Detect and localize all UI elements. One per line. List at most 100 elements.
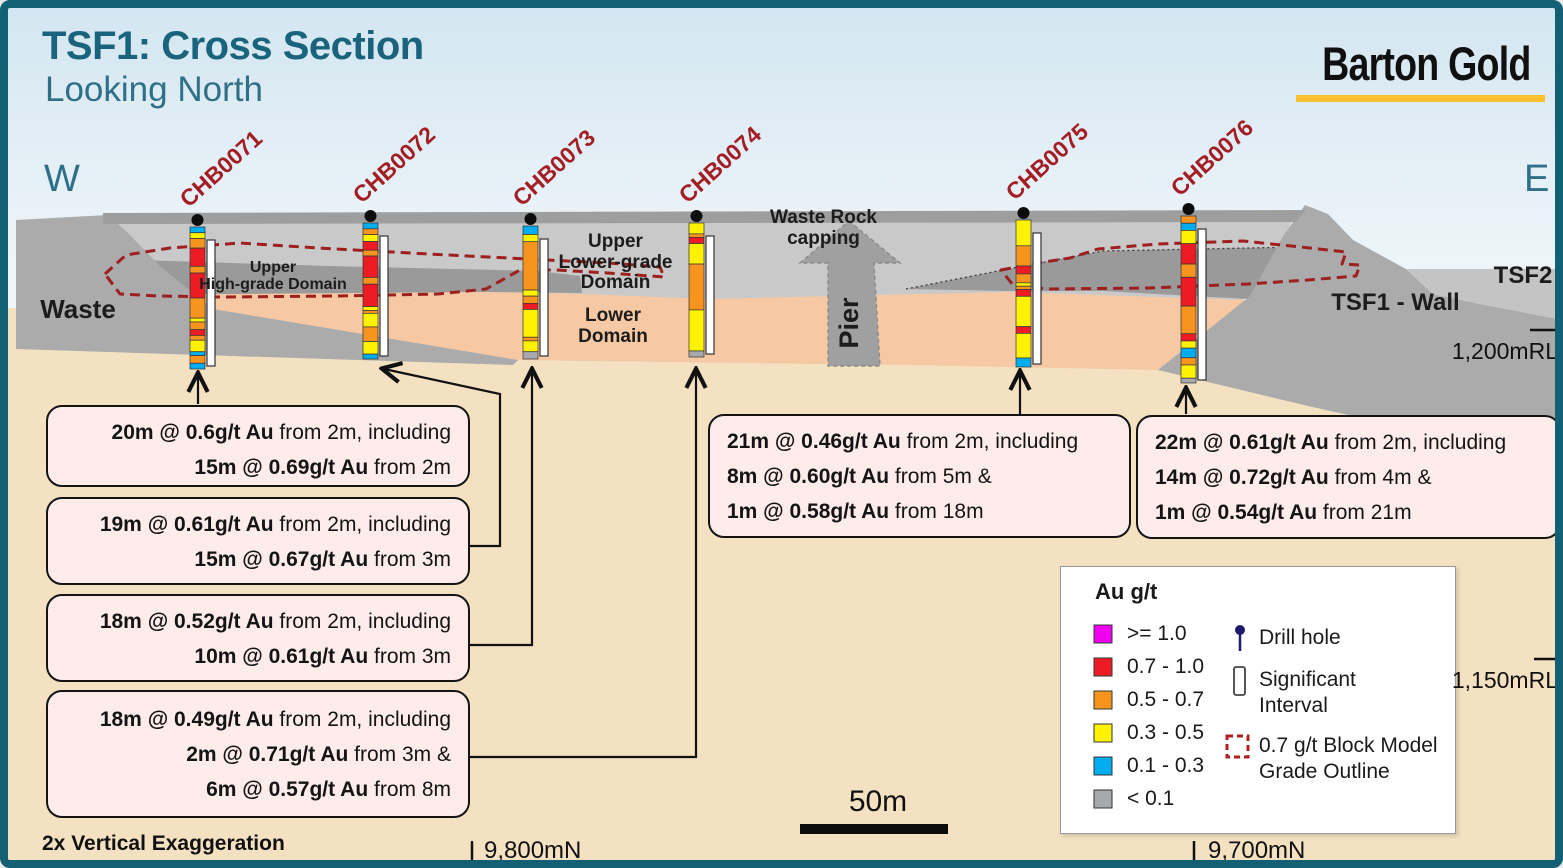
compass-west: W <box>44 158 80 200</box>
label-line: Significant <box>1259 668 1356 691</box>
upper-domain-right <box>906 247 1342 311</box>
interval-segment <box>362 326 379 342</box>
assay-line: 15m @ 0.67g/t Au from 3m <box>194 548 451 571</box>
interval-segment <box>362 249 379 257</box>
drill-collar-dot <box>690 210 703 222</box>
grade-swatch-magenta <box>1093 624 1113 644</box>
grade-label: 0.1 - 0.3 <box>1127 754 1205 777</box>
page-subtitle: Looking North <box>45 70 263 109</box>
interval-segment <box>1180 357 1197 366</box>
significant-interval-bar <box>1032 232 1042 365</box>
interval-segment <box>1015 245 1032 267</box>
interval-segment <box>189 329 206 336</box>
grade-label: 0.5 - 0.7 <box>1127 688 1205 711</box>
assay-line: 1m @ 0.54g/t Au from 21m <box>1155 501 1412 524</box>
rl-label-1200: 1,200mRL <box>1451 338 1558 364</box>
interval-segment <box>1015 289 1032 297</box>
drill-hole-CHB0076 <box>1180 203 1207 384</box>
interval-segment <box>522 340 539 353</box>
interval-segment <box>362 222 379 230</box>
assay-line: 14m @ 0.72g/t Au from 4m & <box>1155 466 1432 489</box>
assay-line: 1m @ 0.58g/t Au from 18m <box>727 500 984 523</box>
interval-segment <box>189 232 206 239</box>
interval-segment <box>362 277 379 285</box>
assay-line: 21m @ 0.46g/t Au from 2m, including <box>727 430 1079 453</box>
tsf2-surface <box>1406 269 1555 319</box>
interval-segment <box>1015 219 1032 247</box>
interval-segment <box>688 350 705 358</box>
drill-hole-CHB0075 <box>1015 207 1042 368</box>
logo-underline <box>1296 95 1545 102</box>
label-pier: Pier <box>834 297 864 349</box>
interval-segment <box>522 351 539 360</box>
assay-line: 18m @ 0.52g/t Au from 2m, including <box>99 610 451 633</box>
page-title: TSF1: Cross Section <box>42 24 424 68</box>
assay-line: 2m @ 0.71g/t Au from 3m & <box>186 743 451 766</box>
interval-segment <box>522 289 539 297</box>
legend-grade-row: 0.5 - 0.7 <box>1093 688 1204 712</box>
drill-hole-CHB0071 <box>189 214 216 370</box>
drill-collar-dot <box>1017 207 1030 219</box>
grade-swatch-red <box>1093 657 1113 677</box>
label-line: Domain <box>580 272 651 294</box>
interval-segment <box>189 226 206 234</box>
northing-label-9800: 9,800mN <box>484 837 582 864</box>
label-waste-rock-capping: Waste Rock capping <box>770 207 877 249</box>
interval-segment <box>1015 357 1032 368</box>
label-line: Domain <box>578 325 648 347</box>
interval-segment <box>1015 285 1032 290</box>
interval-segment <box>1180 377 1197 384</box>
grade-label: 0.7 - 1.0 <box>1127 655 1205 678</box>
significant-interval-icon <box>1233 666 1246 696</box>
interval-segment <box>189 362 206 370</box>
grade-swatch-orange <box>1093 690 1113 710</box>
assay-line: 20m @ 0.6g/t Au from 2m, including <box>111 421 451 444</box>
interval-segment <box>1015 295 1032 327</box>
significant-interval-bar <box>705 235 715 355</box>
drill-hole-CHB0074 <box>688 210 715 358</box>
interval-segment <box>1180 222 1197 231</box>
interval-segment <box>189 297 206 319</box>
interval-segment <box>1180 230 1197 244</box>
drill-collar-dot <box>191 214 204 226</box>
label-line: Grade Outline <box>1259 760 1390 783</box>
assay-line: 15m @ 0.69g/t Au from 2m <box>194 456 451 479</box>
interval-segment <box>688 237 705 244</box>
assay-line: 8m @ 0.60g/t Au from 5m & <box>727 465 992 488</box>
grade-label: < 0.1 <box>1127 787 1175 810</box>
grade-swatch-gray <box>1093 789 1113 809</box>
interval-segment <box>362 306 379 311</box>
pier-arrow <box>798 220 902 367</box>
legend-symbol-label: Significant Interval <box>1259 667 1356 719</box>
interval-segment <box>362 234 379 242</box>
label-tsf2: TSF2 <box>1493 262 1553 289</box>
interval-segment <box>522 234 539 243</box>
interval-segment <box>1180 215 1197 224</box>
label-upper-high-grade-domain: Upper High-grade Domain <box>193 259 353 294</box>
interval-segment <box>1180 305 1197 335</box>
assay-line: 22m @ 0.61g/t Au from 2m, including <box>1155 431 1507 454</box>
scale-bar <box>800 824 948 834</box>
assay-callout-chb0072: 19m @ 0.61g/t Au from 2m, including 15m @… <box>46 497 470 585</box>
label-line: Lower <box>585 305 641 326</box>
interval-segment <box>362 228 379 236</box>
block-model-outline-icon <box>1225 734 1250 759</box>
interval-segment <box>1180 347 1197 359</box>
legend-grade-row: 0.1 - 0.3 <box>1093 754 1204 778</box>
interval-segment <box>1180 364 1197 379</box>
interval-segment <box>189 339 206 353</box>
interval-segment <box>362 241 379 251</box>
scale-bar-label: 50m <box>848 785 908 818</box>
drill-hole-icon <box>1235 625 1245 651</box>
label-line: Upper <box>588 231 643 252</box>
interval-segment <box>1015 282 1032 287</box>
interval-segment <box>362 341 379 355</box>
assay-line: 19m @ 0.61g/t Au from 2m, including <box>99 513 451 536</box>
legend-grade-row: >= 1.0 <box>1093 622 1187 646</box>
interval-segment <box>1180 243 1197 265</box>
interval-segment <box>522 336 539 342</box>
label-line: Lower-grade <box>558 251 673 273</box>
interval-segment <box>189 355 206 364</box>
